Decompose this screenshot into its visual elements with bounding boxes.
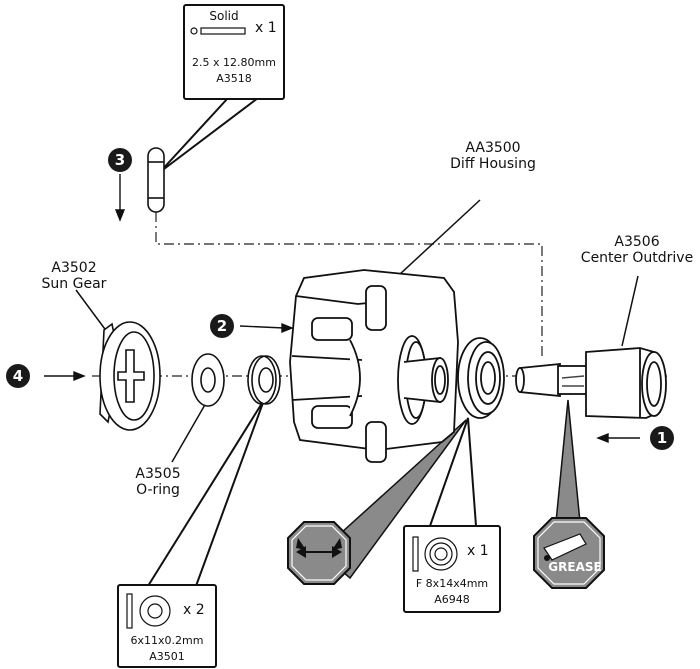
o-ring-code: A3505 bbox=[135, 466, 181, 482]
diff-housing-name: Diff Housing bbox=[450, 156, 536, 172]
washer-size: 6x11x0.2mm bbox=[130, 634, 204, 647]
step-1-badge: 1 bbox=[650, 426, 674, 450]
center-outdrive bbox=[515, 347, 667, 419]
bearing-icon bbox=[412, 536, 458, 572]
sun-gear-label: A3502 Sun Gear bbox=[24, 260, 124, 292]
step-arrows bbox=[44, 174, 640, 444]
pin-qty: x 1 bbox=[255, 20, 277, 36]
step-2-badge: 2 bbox=[210, 314, 234, 338]
washer-callout-box: x 2 6x11x0.2mm A3501 bbox=[117, 584, 217, 668]
bearing-callout-box: x 1 F 8x14x4mm A6948 bbox=[403, 525, 501, 613]
center-outdrive-code: A3506 bbox=[614, 234, 660, 250]
washer bbox=[247, 355, 281, 405]
sun-gear bbox=[99, 321, 161, 431]
bearing bbox=[457, 337, 505, 419]
grease-badge bbox=[533, 517, 605, 589]
diff-housing-code: AA3500 bbox=[465, 140, 521, 156]
step-3-badge: 3 bbox=[108, 148, 132, 172]
o-ring-label: A3505 O-ring bbox=[120, 466, 196, 498]
pin-callout-box: Solid x 1 2.5 x 12.80mm A3518 bbox=[183, 4, 285, 100]
washer-qty: x 2 bbox=[183, 602, 205, 618]
pointer-lines bbox=[75, 97, 639, 587]
o-ring-name: O-ring bbox=[136, 482, 180, 498]
center-outdrive-label: A3506 Center Outdrive bbox=[574, 234, 700, 266]
bearing-size: F 8x14x4mm bbox=[415, 577, 489, 590]
pin-icon bbox=[190, 27, 246, 35]
center-outdrive-name: Center Outdrive bbox=[580, 250, 694, 266]
o-ring bbox=[191, 353, 225, 407]
sun-gear-name: Sun Gear bbox=[41, 276, 107, 292]
grease-marks bbox=[561, 375, 585, 387]
bearing-qty: x 1 bbox=[467, 543, 489, 559]
pin-code: A3518 bbox=[216, 72, 252, 85]
diff-housing-label: AA3500 Diff Housing bbox=[438, 140, 548, 172]
pin-size: 2.5 x 12.80mm bbox=[192, 56, 276, 69]
washer-icon bbox=[126, 593, 171, 629]
pin-type: Solid bbox=[209, 9, 239, 23]
washer-code: A3501 bbox=[149, 650, 185, 663]
bearing-code: A6948 bbox=[434, 593, 470, 606]
diff-housing bbox=[289, 269, 459, 463]
orientation-octagon bbox=[287, 521, 351, 585]
grease-text: GREASE bbox=[548, 560, 602, 574]
step-4-badge: 4 bbox=[6, 364, 30, 388]
solid-pin bbox=[147, 147, 165, 213]
sun-gear-code: A3502 bbox=[51, 260, 97, 276]
